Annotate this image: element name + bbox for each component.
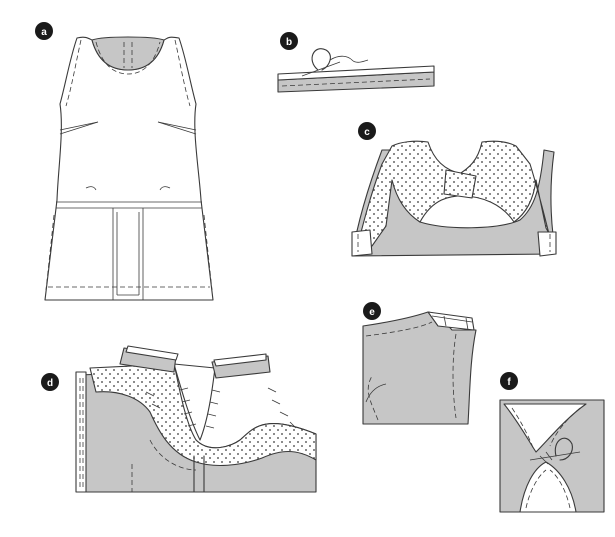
figure-c-facing [351, 140, 557, 257]
figure-f-label: f [500, 372, 518, 390]
figure-b-hand-stitch [277, 48, 435, 93]
figure-a-label: a [35, 22, 53, 40]
svg-text:a: a [41, 27, 47, 38]
figure-f-armhole-stitch [499, 399, 605, 513]
figure-c-label: c [358, 122, 376, 140]
figure-d-label: d [41, 373, 59, 391]
svg-text:e: e [369, 307, 375, 318]
svg-text:c: c [364, 127, 370, 138]
figure-a-dress [44, 36, 214, 301]
svg-text:f: f [507, 377, 511, 388]
figure-d-facing-clipped [75, 345, 317, 493]
figure-b-label: b [280, 32, 298, 50]
svg-text:b: b [286, 37, 292, 48]
figure-e-label: e [363, 302, 381, 320]
svg-text:d: d [47, 378, 53, 389]
figure-e-shoulder-detail [362, 311, 477, 425]
